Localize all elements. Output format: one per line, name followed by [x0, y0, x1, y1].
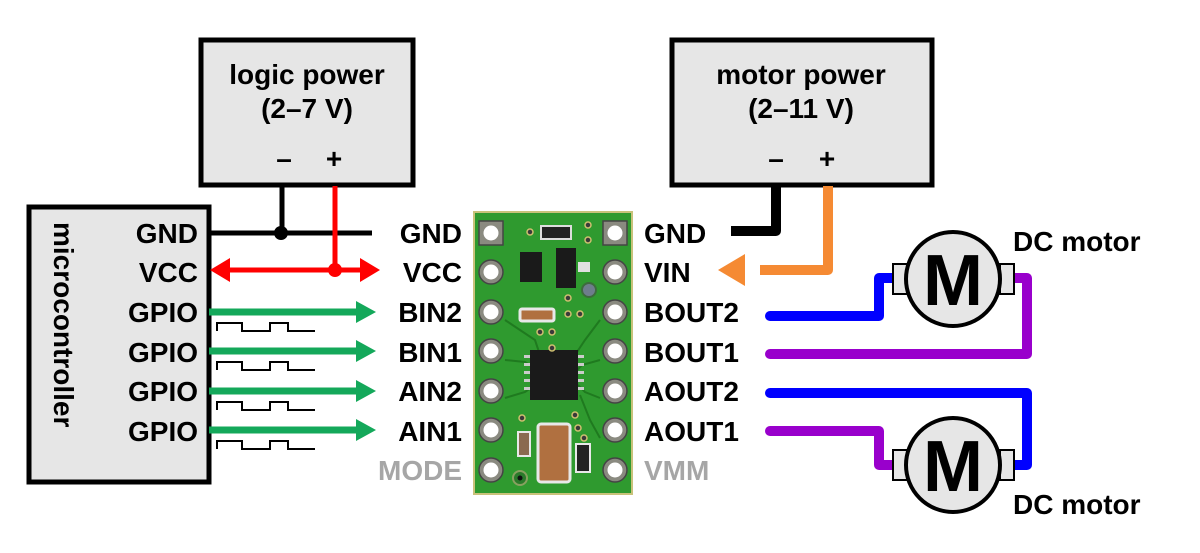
driver-pin-vcc: VCC	[403, 257, 462, 288]
pwm-waveform-icon	[216, 401, 315, 411]
driver-pin-vin: VIN	[644, 257, 691, 288]
signal-arrow-bin2-icon	[356, 301, 376, 323]
pad-hole	[607, 462, 623, 478]
signal-arrow-bin1-icon	[356, 340, 376, 362]
pad-hole	[483, 422, 499, 438]
pad-hole	[607, 264, 623, 280]
pwm-waveform-icon	[216, 440, 315, 450]
motor-a-symbol: M	[923, 427, 983, 507]
pad-hole	[483, 225, 499, 241]
dc-motor-a: M DC motor	[892, 416, 1141, 520]
capacitor-side	[517, 431, 531, 457]
logic-gnd-wire	[209, 186, 372, 236]
mcu-pin-gpio-2: GPIO	[128, 337, 198, 368]
pwm-waveform-icon	[216, 361, 315, 371]
mcu-pin-gpio-3: GPIO	[128, 376, 198, 407]
signal-arrow-ain2-icon	[356, 380, 376, 402]
motor-vin-wire	[718, 186, 833, 286]
logic-power-plus-terminal: +	[326, 143, 342, 174]
bout2-wire	[765, 273, 900, 321]
driver-ic-chip	[530, 350, 578, 400]
pad-hole	[607, 383, 623, 399]
pad-hole	[607, 225, 623, 241]
smd-pad	[578, 262, 590, 272]
motor-b-symbol: M	[923, 241, 983, 321]
capacitor-small	[518, 307, 556, 323]
vin-arrow-icon	[718, 254, 745, 286]
motor-power-supply: motor power (2–11 V) – +	[669, 37, 935, 188]
driver-pin-bout1: BOUT1	[644, 337, 739, 368]
logic-power-supply: logic power (2–7 V) – +	[198, 37, 416, 188]
logic-power-range: (2–7 V)	[261, 93, 353, 124]
motor-power-range: (2–11 V)	[748, 93, 854, 124]
capacitor-large	[536, 422, 572, 484]
logic-power-box	[198, 37, 416, 188]
driver-right-pin-labels: GND VIN BOUT2 BOUT1 AOUT2 AOUT1 VMM	[644, 218, 739, 486]
resistor-top	[540, 225, 572, 240]
signal-wires	[209, 301, 376, 450]
driver-pin-bout2: BOUT2	[644, 297, 739, 328]
driver-pin-aout1: AOUT1	[644, 416, 739, 447]
driver-left-pin-labels: GND VCC BIN2 BIN1 AIN2 AIN1 MODE	[378, 218, 462, 486]
pcb-pads	[478, 220, 628, 483]
pwm-waveform-icon	[216, 322, 315, 332]
logic-vcc-wire	[210, 186, 380, 282]
aout1-wire	[765, 426, 900, 470]
driver-pin-ain2: AIN2	[398, 376, 462, 407]
pad-hole	[483, 343, 499, 359]
pad-hole	[483, 264, 499, 280]
chip-leads	[524, 355, 584, 390]
pad-hole	[483, 304, 499, 320]
mcu-pin-gpio-4: GPIO	[128, 416, 198, 447]
motor-a-body	[904, 416, 1002, 514]
pad-hole	[607, 343, 623, 359]
via-hole	[517, 475, 523, 481]
microcontroller-title: microcontroller	[48, 222, 79, 427]
motor-power-plus-terminal: +	[819, 143, 835, 174]
transistor-right	[556, 248, 576, 288]
via-large	[581, 282, 597, 298]
motor-power-minus-terminal: –	[768, 143, 784, 174]
logic-power-minus-terminal: –	[276, 143, 292, 174]
driver-pin-vmm: VMM	[644, 455, 709, 486]
motor-power-box	[669, 37, 935, 188]
microcontroller: microcontroller GND VCC GPIO GPIO GPIO G…	[26, 204, 212, 485]
vcc-arrow-left-icon	[210, 258, 230, 282]
vcc-junction-dot	[328, 263, 342, 277]
driver-pin-bin1: BIN1	[398, 337, 462, 368]
bout1-wire	[765, 273, 1032, 359]
driver-pin-aout2: AOUT2	[644, 376, 739, 407]
motor-b-terminal-right	[999, 263, 1015, 295]
driver-pin-ain1: AIN1	[398, 416, 462, 447]
mcu-pin-vcc: VCC	[139, 257, 198, 288]
small-vias	[518, 221, 592, 442]
pad-hole	[607, 304, 623, 320]
pad-hole	[483, 383, 499, 399]
driver-pin-mode: MODE	[378, 455, 462, 486]
pad-hole	[483, 462, 499, 478]
transistor-left	[520, 252, 542, 282]
motor-power-title: motor power	[716, 59, 886, 90]
driver-pin-gnd-left: GND	[400, 218, 462, 249]
motor-b-body	[904, 230, 1002, 328]
logic-power-title: logic power	[229, 59, 385, 90]
driver-pin-gnd-right: GND	[644, 218, 706, 249]
motor-driver-board	[473, 211, 633, 495]
motor-a-label: DC motor	[1013, 489, 1141, 520]
motor-a-terminal-right	[999, 449, 1015, 481]
motor-gnd-wire	[731, 186, 781, 236]
microcontroller-box	[26, 204, 212, 485]
resistor-bottom	[575, 443, 591, 473]
dc-motor-b: M DC motor	[892, 226, 1141, 328]
vcc-arrow-right-icon	[360, 258, 380, 282]
motor-b-label: DC motor	[1013, 226, 1141, 257]
mcu-pin-gnd: GND	[136, 218, 198, 249]
aout2-wire	[765, 388, 1032, 470]
gnd-junction-dot	[274, 226, 288, 240]
driver-pin-bin2: BIN2	[398, 297, 462, 328]
mcu-pin-gpio-1: GPIO	[128, 297, 198, 328]
pad-hole	[607, 422, 623, 438]
signal-arrow-ain1-icon	[356, 419, 376, 441]
